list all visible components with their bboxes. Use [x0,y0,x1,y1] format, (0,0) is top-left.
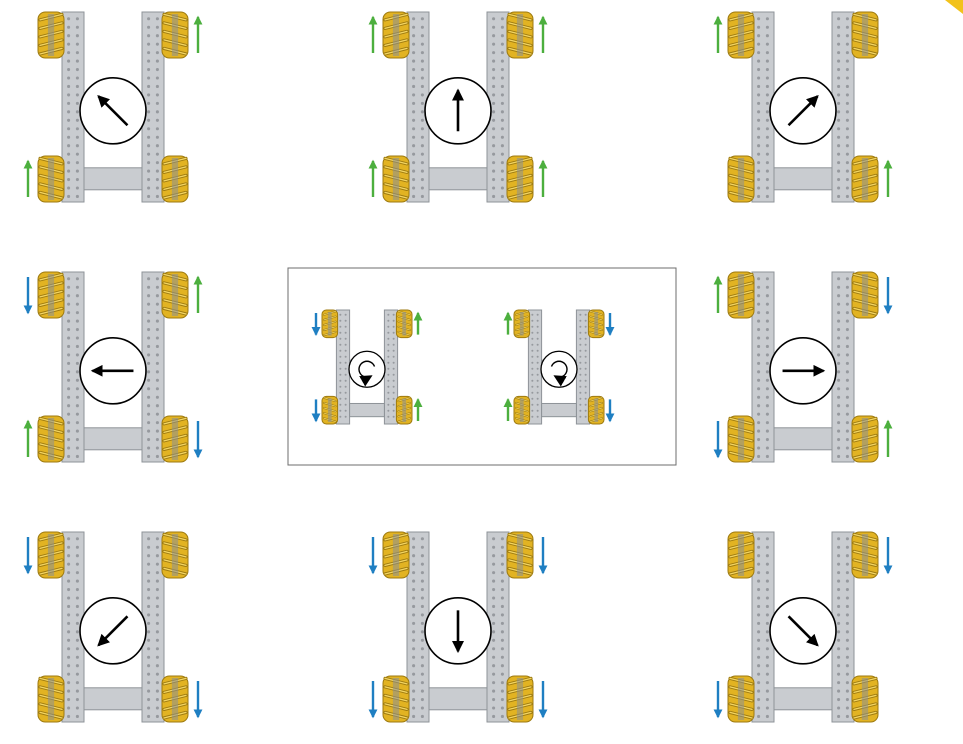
rotation-indicator-circle [349,351,385,387]
rear-cross-member [774,428,832,450]
left-frame-rail [528,310,541,424]
mecanum-wheel-icon [588,396,604,424]
mecanum-wheel-icon [396,396,412,424]
mecanum-wheel-icon [514,396,530,424]
mecanum-wheel-icon [507,676,533,722]
mecanum-wheel-icon [38,532,64,578]
mecanum-wheel-icon [162,676,188,722]
mecanum-wheel-icon [38,272,64,318]
rotation-indicator-circle [541,351,577,387]
mecanum-wheel-icon [162,12,188,58]
mecanum-wheel-icon [322,310,338,338]
mecanum-wheel-icon [728,676,754,722]
robot-forward [373,12,543,202]
mecanum-wheel-icon [383,156,409,202]
mecanum-wheel-icon [728,532,754,578]
right-frame-rail [384,310,397,424]
robot-backward-left-diagonal [28,532,198,722]
robot-backward-right-diagonal [718,532,888,722]
mecanum-wheel-icon [383,532,409,578]
mecanum-wheel-icon [38,156,64,202]
robot-strafe-left [28,272,198,462]
mecanum-wheel-icon [38,676,64,722]
robot-forward-right-diagonal [718,12,888,202]
robot-backward [373,532,543,722]
rear-cross-member [429,168,487,190]
corner-accent-shape [945,0,963,14]
mecanum-wheel-icon [162,416,188,462]
right-frame-rail [576,310,589,424]
rear-cross-member [350,403,385,416]
mecanum-wheel-icon [162,156,188,202]
mecanum-wheel-icon [588,310,604,338]
mecanum-wheel-icon [507,156,533,202]
mecanum-wheel-icon [852,272,878,318]
mecanum-wheel-icon [852,156,878,202]
robot-forward-left-diagonal [28,12,198,202]
rear-cross-member [84,428,142,450]
mecanum-wheel-icon [38,416,64,462]
mecanum-wheel-icon [852,416,878,462]
mecanum-wheel-icon [514,310,530,338]
mecanum-wheel-icon [507,12,533,58]
mecanum-wheel-icon [852,12,878,58]
rear-cross-member [774,688,832,710]
mecanum-wheel-icon [728,156,754,202]
robot-strafe-right [718,272,888,462]
rear-cross-member [84,688,142,710]
mecanum-wheel-icon [162,532,188,578]
rear-cross-member [84,168,142,190]
mecanum-wheel-icon [852,676,878,722]
mecanum-wheel-icon [396,310,412,338]
mecanum-wheel-icon [383,12,409,58]
mecanum-wheel-icon [728,12,754,58]
mecanum-wheel-icon [728,416,754,462]
mecanum-wheel-icon [383,676,409,722]
mecanum-wheel-icon [852,532,878,578]
mecanum-wheel-icon [728,272,754,318]
left-frame-rail [336,310,349,424]
mecanum-wheel-icon [162,272,188,318]
mecanum-wheel-icon [322,396,338,424]
mecanum-wheel-icon [507,532,533,578]
rear-cross-member [542,403,577,416]
rear-cross-member [774,168,832,190]
mecanum-wheel-icon [38,12,64,58]
rear-cross-member [429,688,487,710]
